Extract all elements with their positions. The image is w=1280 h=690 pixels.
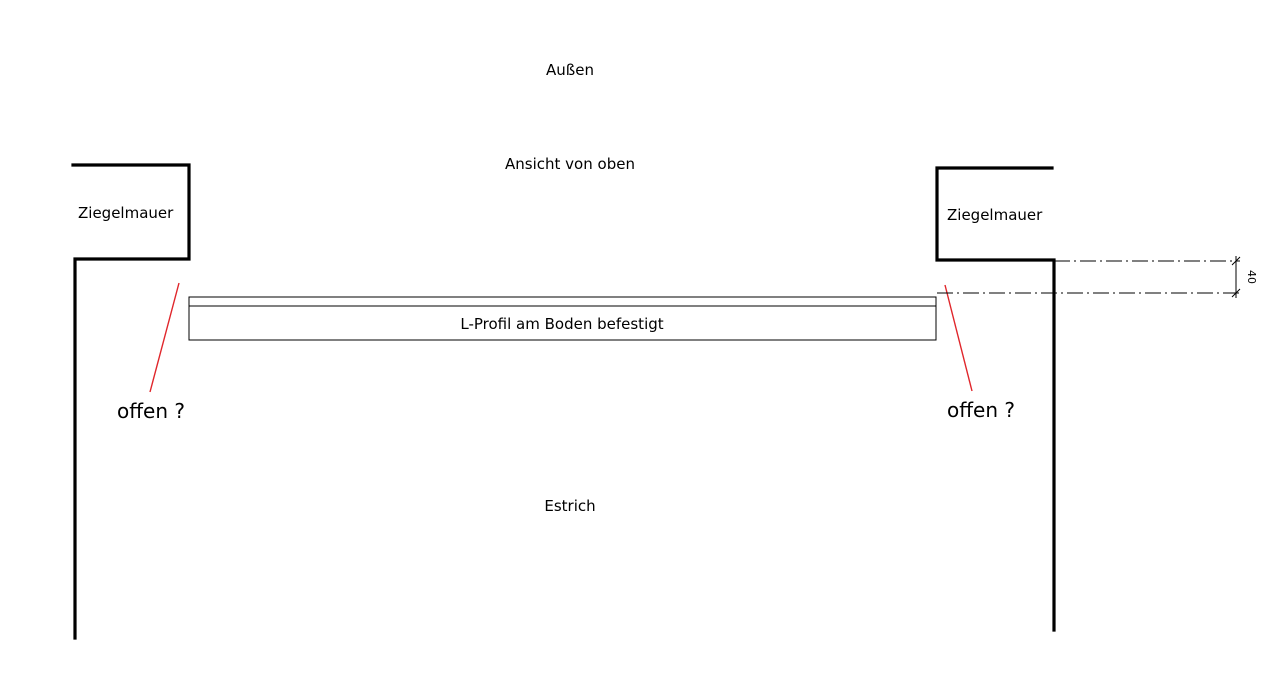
right-open-pointer bbox=[944, 284, 973, 392]
right-wall-outline bbox=[935, 166, 1056, 632]
l-profile-label: L-Profil am Boden befestigt bbox=[460, 315, 663, 333]
dimension-tick-bottom bbox=[1231, 288, 1241, 298]
view-label: Ansicht von oben bbox=[505, 155, 635, 173]
outside-label: Außen bbox=[546, 61, 594, 79]
left-wall-label: Ziegelmauer bbox=[78, 204, 174, 222]
right-open-label: offen ? bbox=[947, 398, 1015, 422]
left-open-pointer bbox=[149, 282, 180, 393]
dimension-tick-top bbox=[1231, 256, 1241, 266]
dimension-value: 40 bbox=[1245, 270, 1258, 284]
l-profile-body bbox=[188, 305, 937, 341]
left-wall-outline bbox=[71, 163, 191, 640]
left-open-label: offen ? bbox=[117, 399, 185, 423]
floor-label: Estrich bbox=[544, 497, 595, 515]
right-wall-label: Ziegelmauer bbox=[947, 206, 1043, 224]
l-profile-strip bbox=[188, 296, 937, 307]
